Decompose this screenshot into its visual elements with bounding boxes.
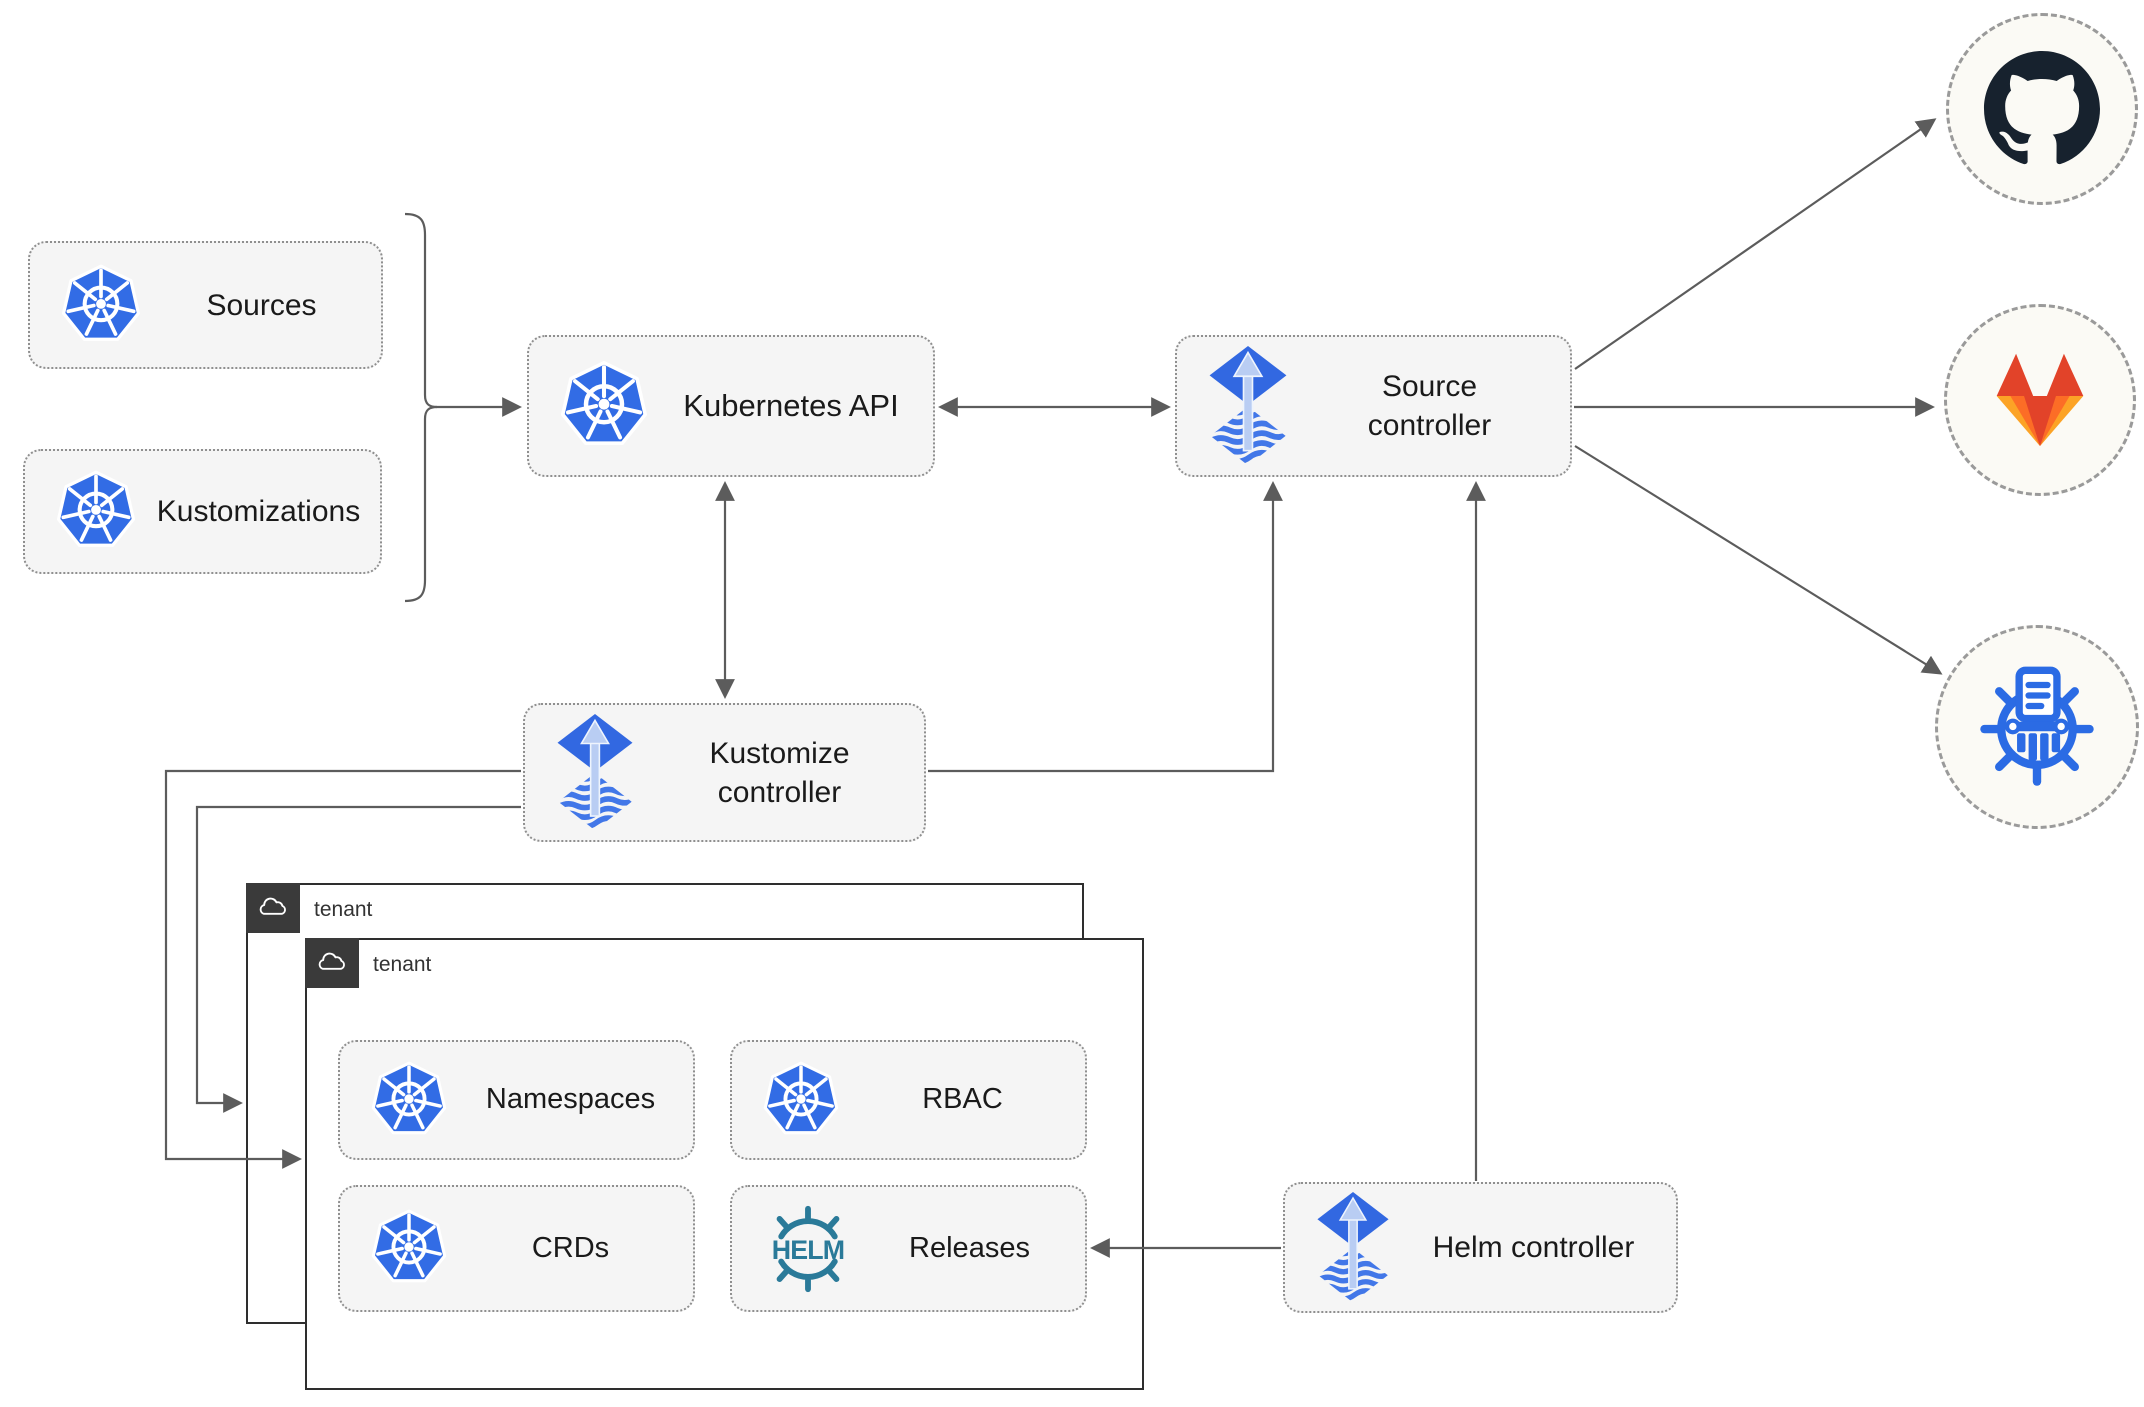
gitlab-endpoint: [1944, 304, 2136, 496]
manifest-registry-icon: [1980, 666, 2094, 786]
tenant-box-front: tenant: [305, 938, 1144, 1390]
node-kustomizations: Kustomizations: [23, 449, 382, 574]
node-kubernetes-api: Kubernetes API: [527, 335, 935, 477]
helm-wheel-icon: HELM: [772, 1205, 845, 1292]
node-helm-controller-label: Helm controller: [1432, 1231, 1635, 1264]
edge-sourcectrl-registry: [1574, 445, 1943, 675]
node-kustomizations-label: Kustomizations: [156, 495, 361, 528]
node-source-controller: Source controller: [1175, 335, 1572, 477]
node-crds: CRDs: [338, 1185, 695, 1312]
flux-icon: [555, 714, 635, 832]
node-namespaces: Namespaces: [338, 1040, 695, 1160]
tenant-front-label: tenant: [373, 953, 432, 976]
node-namespaces-label: Namespaces: [485, 1083, 656, 1116]
node-kubernetes-api-label: Kubernetes API: [683, 387, 899, 423]
edge-kustomizectrl-sourcectrl: [928, 481, 1283, 773]
cloud-icon: [316, 952, 348, 974]
tenant-back-header: [246, 883, 300, 933]
tenant-back-label: tenant: [314, 898, 373, 921]
node-sources-label: Sources: [206, 288, 317, 322]
tenant-front-header: [305, 938, 359, 988]
group-bracket: [404, 405, 438, 603]
manifest-registry-endpoint: [1935, 625, 2139, 829]
gitlab-icon: [1996, 353, 2084, 446]
node-kustomize-controller-label: Kustomize controller: [709, 736, 850, 809]
github-icon: [1984, 51, 2100, 165]
node-releases: HELM Releases: [730, 1185, 1087, 1312]
kubernetes-icon: [55, 469, 137, 554]
node-kustomize-controller: Kustomize controller: [523, 703, 926, 842]
edge-sourcectrl-github: [1574, 118, 1937, 370]
flux-icon: [1207, 346, 1289, 467]
node-rbac: RBAC: [730, 1040, 1087, 1160]
kubernetes-icon: [762, 1060, 840, 1141]
kubernetes-icon: [370, 1208, 448, 1289]
cloud-icon: [257, 897, 289, 919]
node-releases-label: Releases: [909, 1231, 1030, 1264]
flux-icon: [1315, 1192, 1391, 1304]
kubernetes-icon: [60, 263, 142, 348]
node-sources: Sources: [28, 241, 383, 369]
helm-logo-text: HELM: [772, 1235, 844, 1265]
kubernetes-icon: [559, 359, 649, 453]
node-rbac-label: RBAC: [922, 1083, 1003, 1116]
kubernetes-icon: [370, 1060, 448, 1141]
node-crds-label: CRDs: [531, 1231, 610, 1264]
node-helm-controller: Helm controller: [1283, 1182, 1678, 1313]
group-bracket: [404, 212, 438, 409]
node-source-controller-label: Source controller: [1367, 370, 1492, 442]
github-endpoint: [1946, 13, 2138, 205]
